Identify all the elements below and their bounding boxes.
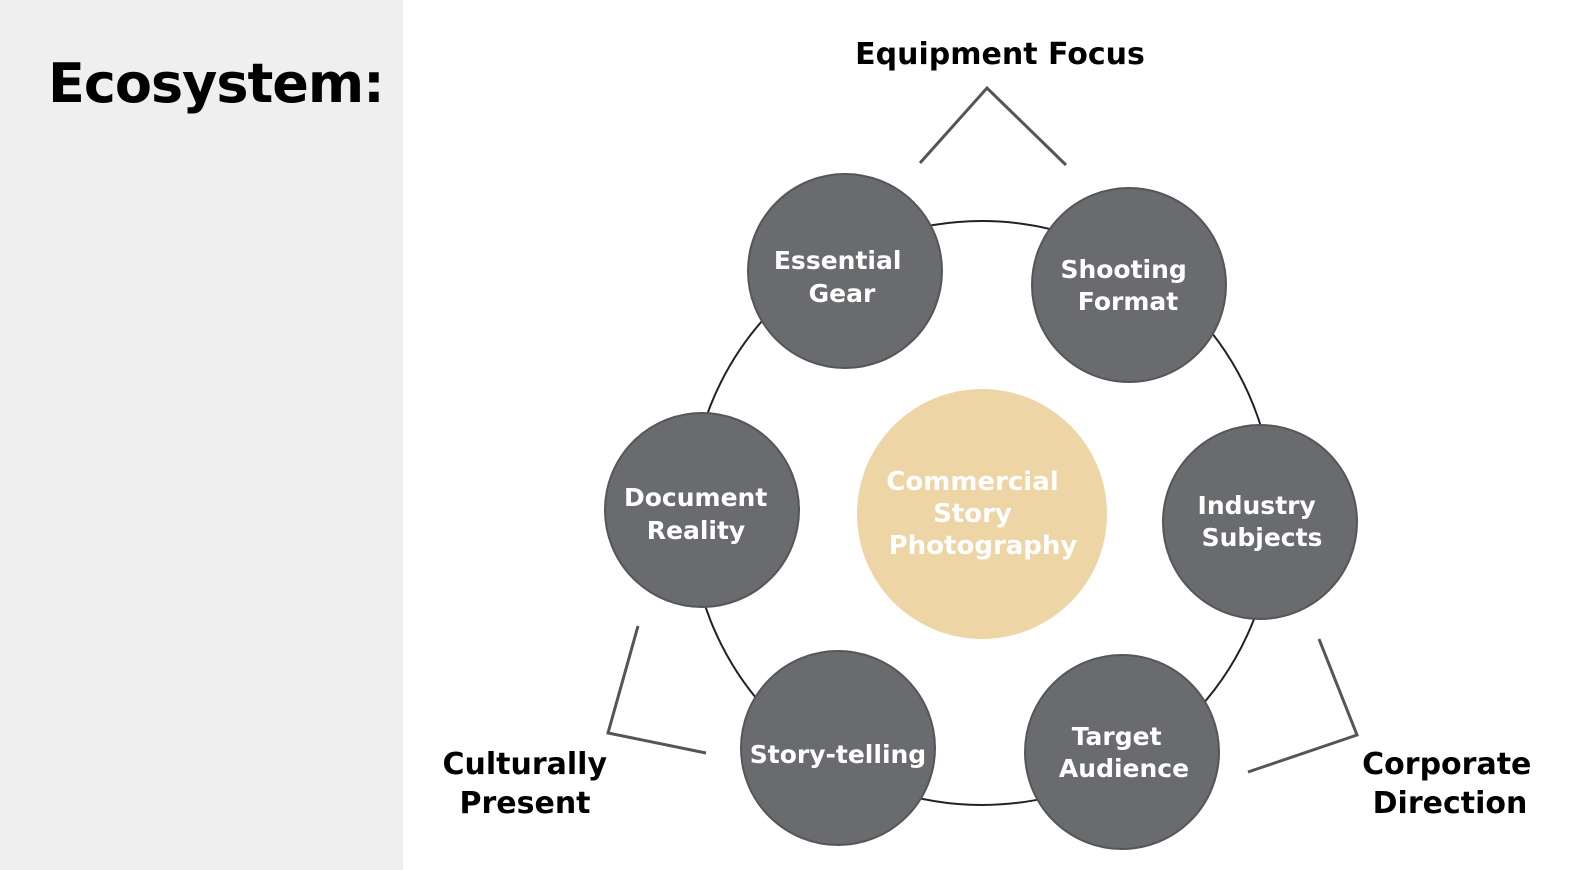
center-label-line: Photography — [889, 531, 1078, 561]
node-label-line: Gear — [809, 279, 876, 308]
node-circle — [747, 173, 943, 369]
node-label: Industry Subjects — [1198, 491, 1325, 552]
node-shooting-format: Shooting Format — [1031, 187, 1227, 383]
center-node: Commercial Story Photography — [857, 389, 1107, 639]
node-label: Document Reality — [624, 483, 776, 545]
node-essential-gear: Essential Gear — [747, 173, 943, 369]
node-label-line: Shooting — [1060, 255, 1186, 284]
node-circle — [1162, 424, 1358, 620]
center-circle — [857, 389, 1107, 639]
group-label-line: Equipment Focus — [855, 37, 1145, 72]
node-label-line: Target — [1072, 722, 1162, 751]
node-label: Target Audience — [1059, 722, 1189, 783]
side-panel — [0, 0, 403, 870]
node-label-line: Format — [1078, 287, 1178, 316]
node-circle — [740, 650, 936, 846]
node-circle — [604, 412, 800, 608]
group-label-culturally-present: Culturally Present — [443, 747, 618, 821]
node-circle — [1024, 654, 1220, 850]
group-label-line: Present — [459, 786, 590, 821]
node-story-telling: Story-telling — [740, 650, 936, 846]
group-label-equipment-focus: Equipment Focus — [855, 37, 1145, 72]
node-target-audience: Target Audience — [1024, 654, 1220, 850]
node-label: Shooting Format — [1060, 255, 1195, 316]
node-document-reality: Document Reality — [604, 412, 800, 608]
center-label-line: Story — [933, 499, 1012, 529]
node-label: Essential Gear — [774, 246, 910, 308]
node-label-line: Story-telling — [750, 740, 926, 769]
group-label-line: Direction — [1373, 786, 1528, 821]
node-label-line: Essential — [774, 246, 902, 275]
node-label-line: Subjects — [1202, 523, 1323, 552]
equipment-focus-bracket — [918, 85, 1068, 167]
group-label-corporate-direction: Corporate Direction — [1362, 747, 1542, 821]
node-label: Story-telling — [750, 740, 926, 769]
node-label-line: Document — [624, 483, 767, 512]
group-label-line: Corporate — [1362, 747, 1531, 782]
center-label-line: Commercial — [886, 467, 1058, 497]
node-label-line: Reality — [647, 516, 745, 545]
center-label: Commercial Story Photography — [886, 467, 1077, 561]
culturally-present-bracket — [606, 625, 707, 755]
node-circle — [1031, 187, 1227, 383]
group-label-line: Culturally — [443, 747, 608, 782]
node-label-line: Audience — [1059, 754, 1189, 783]
node-industry-subjects: Industry Subjects — [1162, 424, 1358, 620]
node-label-line: Industry — [1198, 491, 1316, 520]
page-title: Ecosystem: — [48, 52, 385, 115]
corporate-direction-bracket — [1247, 638, 1359, 774]
